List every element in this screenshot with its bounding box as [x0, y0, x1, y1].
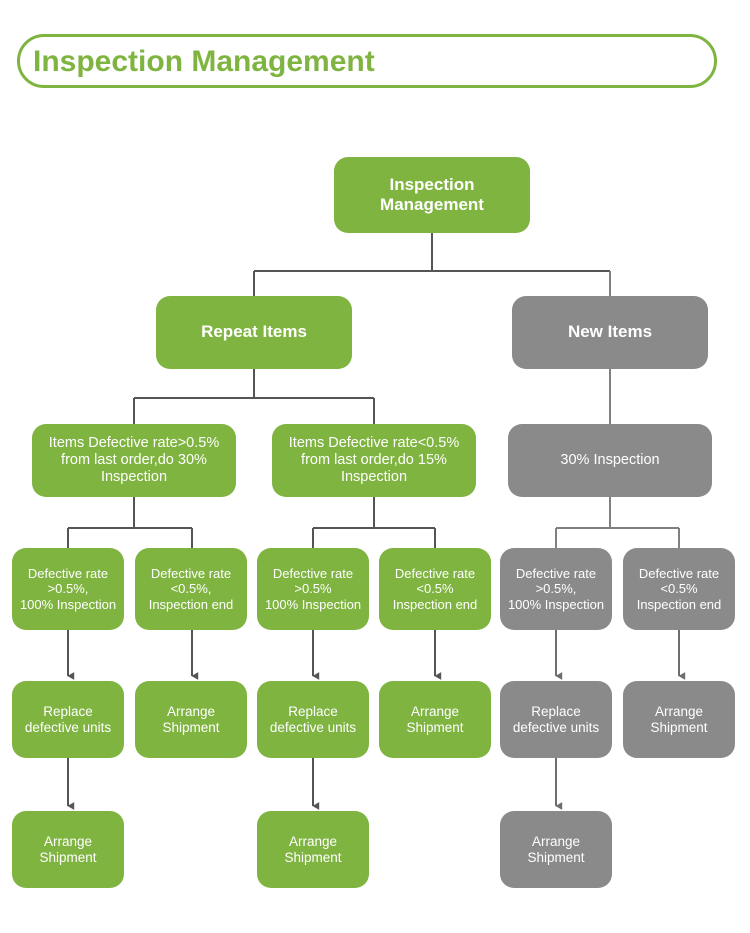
node-line: 100% Inspection: [264, 596, 362, 612]
node-line: Defective rate: [150, 566, 232, 581]
node-line: Defective rate: [27, 566, 109, 581]
node-line: 100% Inspection: [19, 596, 117, 612]
node-line: >0.5%,: [47, 581, 89, 597]
node-line: Shipment: [406, 719, 464, 735]
node-line: 100% Inspection: [507, 596, 605, 612]
node-line: defective units: [24, 719, 112, 735]
node-line: Shipment: [284, 849, 342, 865]
header-pill: [17, 34, 717, 88]
node-result-3[interactable]: Defective rate >0.5% 100% Inspection: [257, 548, 369, 630]
node-action-1[interactable]: Replace defective units: [12, 681, 124, 758]
node-line: Inspection: [389, 174, 475, 194]
node-line: from last order,do 30%: [61, 451, 207, 468]
node-line: Defective rate: [515, 566, 597, 581]
node-repeat-high-defect-rate[interactable]: Items Defective rate>0.5% from last orde…: [32, 424, 236, 497]
node-result-1[interactable]: Defective rate >0.5%, 100% Inspection: [12, 548, 124, 630]
node-line: Shipment: [527, 849, 585, 865]
node-line: defective units: [512, 719, 600, 735]
node-line: Inspection: [340, 469, 408, 486]
node-line: Inspection end: [636, 596, 722, 612]
node-final-3[interactable]: Arrange Shipment: [500, 811, 612, 888]
node-line: <0.5%: [416, 581, 454, 597]
node-line: Arrange: [43, 833, 93, 849]
node-result-4[interactable]: Defective rate <0.5% Inspection end: [379, 548, 491, 630]
node-inspection-management[interactable]: Inspection Management: [334, 157, 530, 233]
node-new-items-30-percent-inspection[interactable]: 30% Inspection: [508, 424, 712, 497]
node-line: Arrange: [654, 703, 704, 719]
node-action-6[interactable]: Arrange Shipment: [623, 681, 735, 758]
node-line: Defective rate: [638, 566, 720, 581]
node-line: Defective rate: [394, 566, 476, 581]
node-line: New Items: [567, 322, 653, 342]
node-line: Items Defective rate<0.5%: [288, 434, 460, 451]
node-action-3[interactable]: Replace defective units: [257, 681, 369, 758]
node-line: Management: [380, 195, 484, 214]
node-line: <0.5%: [660, 581, 698, 597]
node-line: >0.5%,: [535, 581, 577, 597]
node-action-5[interactable]: Replace defective units: [500, 681, 612, 758]
node-final-1[interactable]: Arrange Shipment: [12, 811, 124, 888]
node-line: Defective rate: [272, 566, 354, 581]
node-line: Replace: [43, 703, 93, 719]
node-line: Inspection end: [392, 596, 478, 612]
node-line: Arrange: [166, 703, 216, 719]
node-line: Arrange: [531, 833, 581, 849]
node-line: defective units: [269, 719, 357, 735]
node-line: Replace: [288, 703, 338, 719]
node-line: from last order,do 15%: [301, 451, 447, 468]
node-action-2[interactable]: Arrange Shipment: [135, 681, 247, 758]
node-repeat-low-defect-rate[interactable]: Items Defective rate<0.5% from last orde…: [272, 424, 476, 497]
node-line: <0.5%,: [170, 581, 212, 597]
node-new-items[interactable]: New Items: [512, 296, 708, 369]
node-line: 30% Inspection: [560, 451, 660, 468]
node-result-5[interactable]: Defective rate >0.5%, 100% Inspection: [500, 548, 612, 630]
node-result-2[interactable]: Defective rate <0.5%, Inspection end: [135, 548, 247, 630]
node-line: Shipment: [162, 719, 220, 735]
node-line: Inspection: [100, 469, 168, 486]
node-line: Repeat Items: [201, 322, 307, 342]
node-result-6[interactable]: Defective rate <0.5% Inspection end: [623, 548, 735, 630]
node-line: Replace: [531, 703, 581, 719]
node-line: Arrange: [410, 703, 460, 719]
node-repeat-items[interactable]: Repeat Items: [156, 296, 352, 369]
node-line: Shipment: [39, 849, 97, 865]
page-title: Inspection Management: [33, 45, 375, 78]
node-line: Arrange: [288, 833, 338, 849]
node-line: >0.5%: [294, 581, 332, 597]
node-line: Items Defective rate>0.5%: [48, 434, 220, 451]
node-line: Inspection end: [148, 596, 234, 612]
node-final-2[interactable]: Arrange Shipment: [257, 811, 369, 888]
node-action-4[interactable]: Arrange Shipment: [379, 681, 491, 758]
node-line: Shipment: [650, 719, 708, 735]
